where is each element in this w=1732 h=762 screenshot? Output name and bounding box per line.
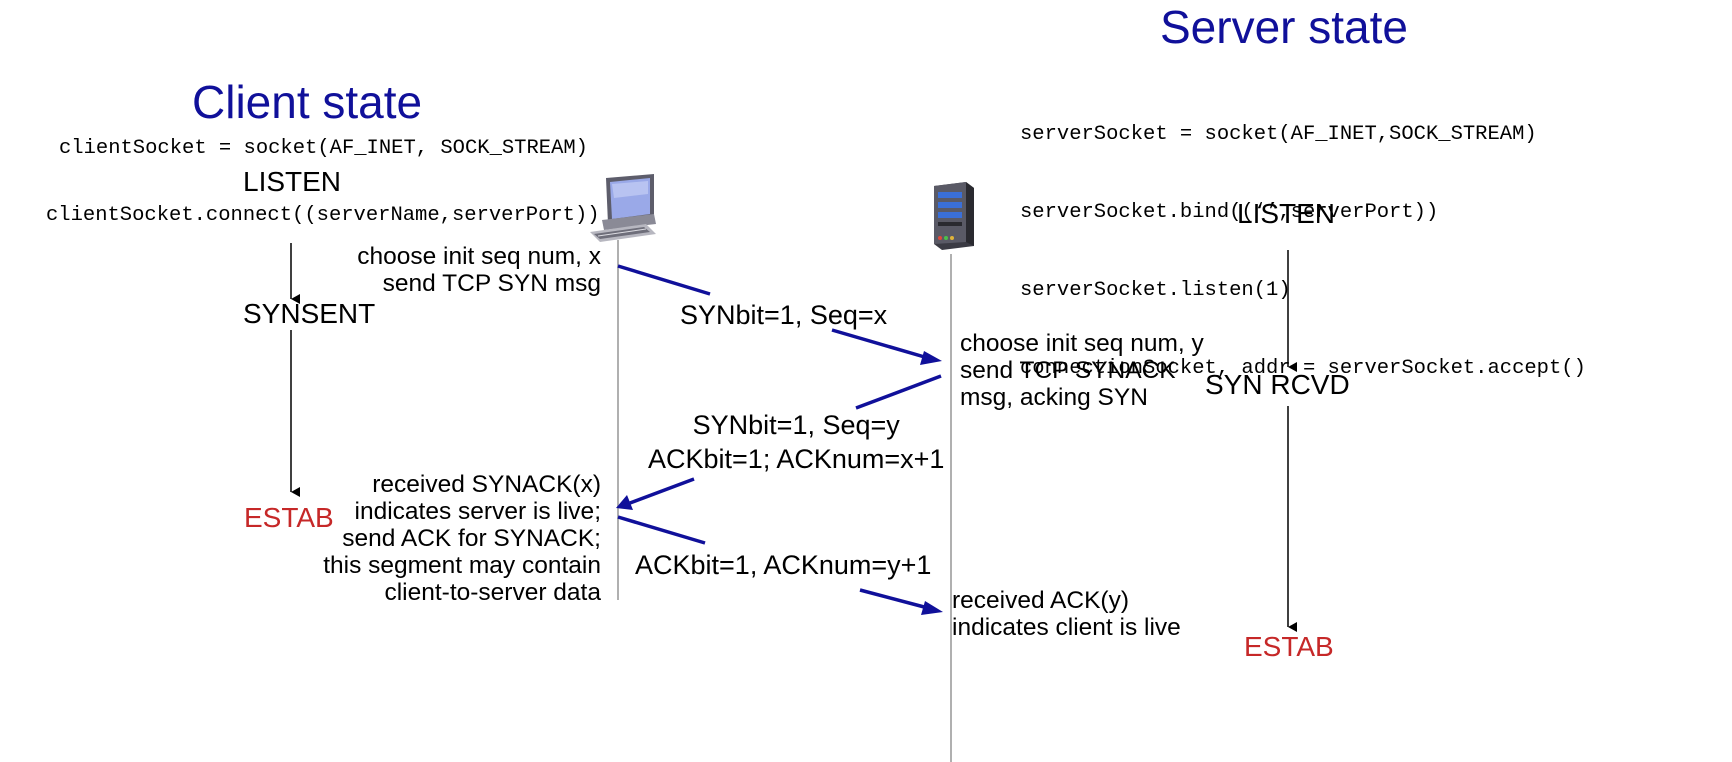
server-state-estab: ESTAB [1244, 631, 1334, 662]
client-connect-code: clientSocket.connect((serverName,serverP… [46, 204, 600, 227]
server-state-heading: Server state [1160, 1, 1408, 53]
client-state-estab: ESTAB [244, 502, 334, 533]
server-socket-code: serverSocket = socket(AF_INET,SOCK_STREA… [1020, 70, 1586, 408]
synack-message-label: SYNbit=1, Seq=y ACKbit=1; ACKnum=x+1 [648, 410, 945, 474]
client-socket-code: clientSocket = socket(AF_INET, SOCK_STRE… [59, 137, 588, 160]
server-code-line: serverSocket.listen(1) [1020, 279, 1291, 302]
syn-message-label: SYNbit=1, Seq=x [680, 300, 888, 330]
server-received-note: received ACK(y) indicates client is live [952, 587, 1181, 641]
client-state-heading: Client state [192, 76, 423, 128]
synack-message-arrow [616, 374, 942, 510]
client-state-listen: LISTEN [243, 166, 342, 197]
syn-message-arrow [617, 264, 942, 365]
server-tower-icon [934, 182, 974, 250]
desktop-computer-icon [590, 174, 656, 242]
server-state-listen: LISTEN [1237, 198, 1336, 229]
server-state-synrcvd: SYN RCVD [1205, 369, 1350, 400]
client-received-note: received SYNACK(x) indicates server is l… [323, 471, 601, 606]
server-init-note: choose init seq num, y send TCP SYNACK m… [960, 330, 1204, 411]
server-code-line: serverSocket = socket(AF_INET,SOCK_STREA… [1020, 123, 1537, 146]
server-code-line: connectionSocket, addr = serverSocket.ac… [1020, 357, 1586, 380]
server-code-line: serverSocket.bind((‘’,serverPort)) [1020, 201, 1439, 224]
ack-message-label: ACKbit=1, ACKnum=y+1 [635, 550, 932, 580]
client-init-note: choose init seq num, x send TCP SYN msg [357, 243, 601, 297]
client-state-synsent: SYNSENT [243, 298, 376, 329]
ack-message-arrow [617, 515, 943, 615]
